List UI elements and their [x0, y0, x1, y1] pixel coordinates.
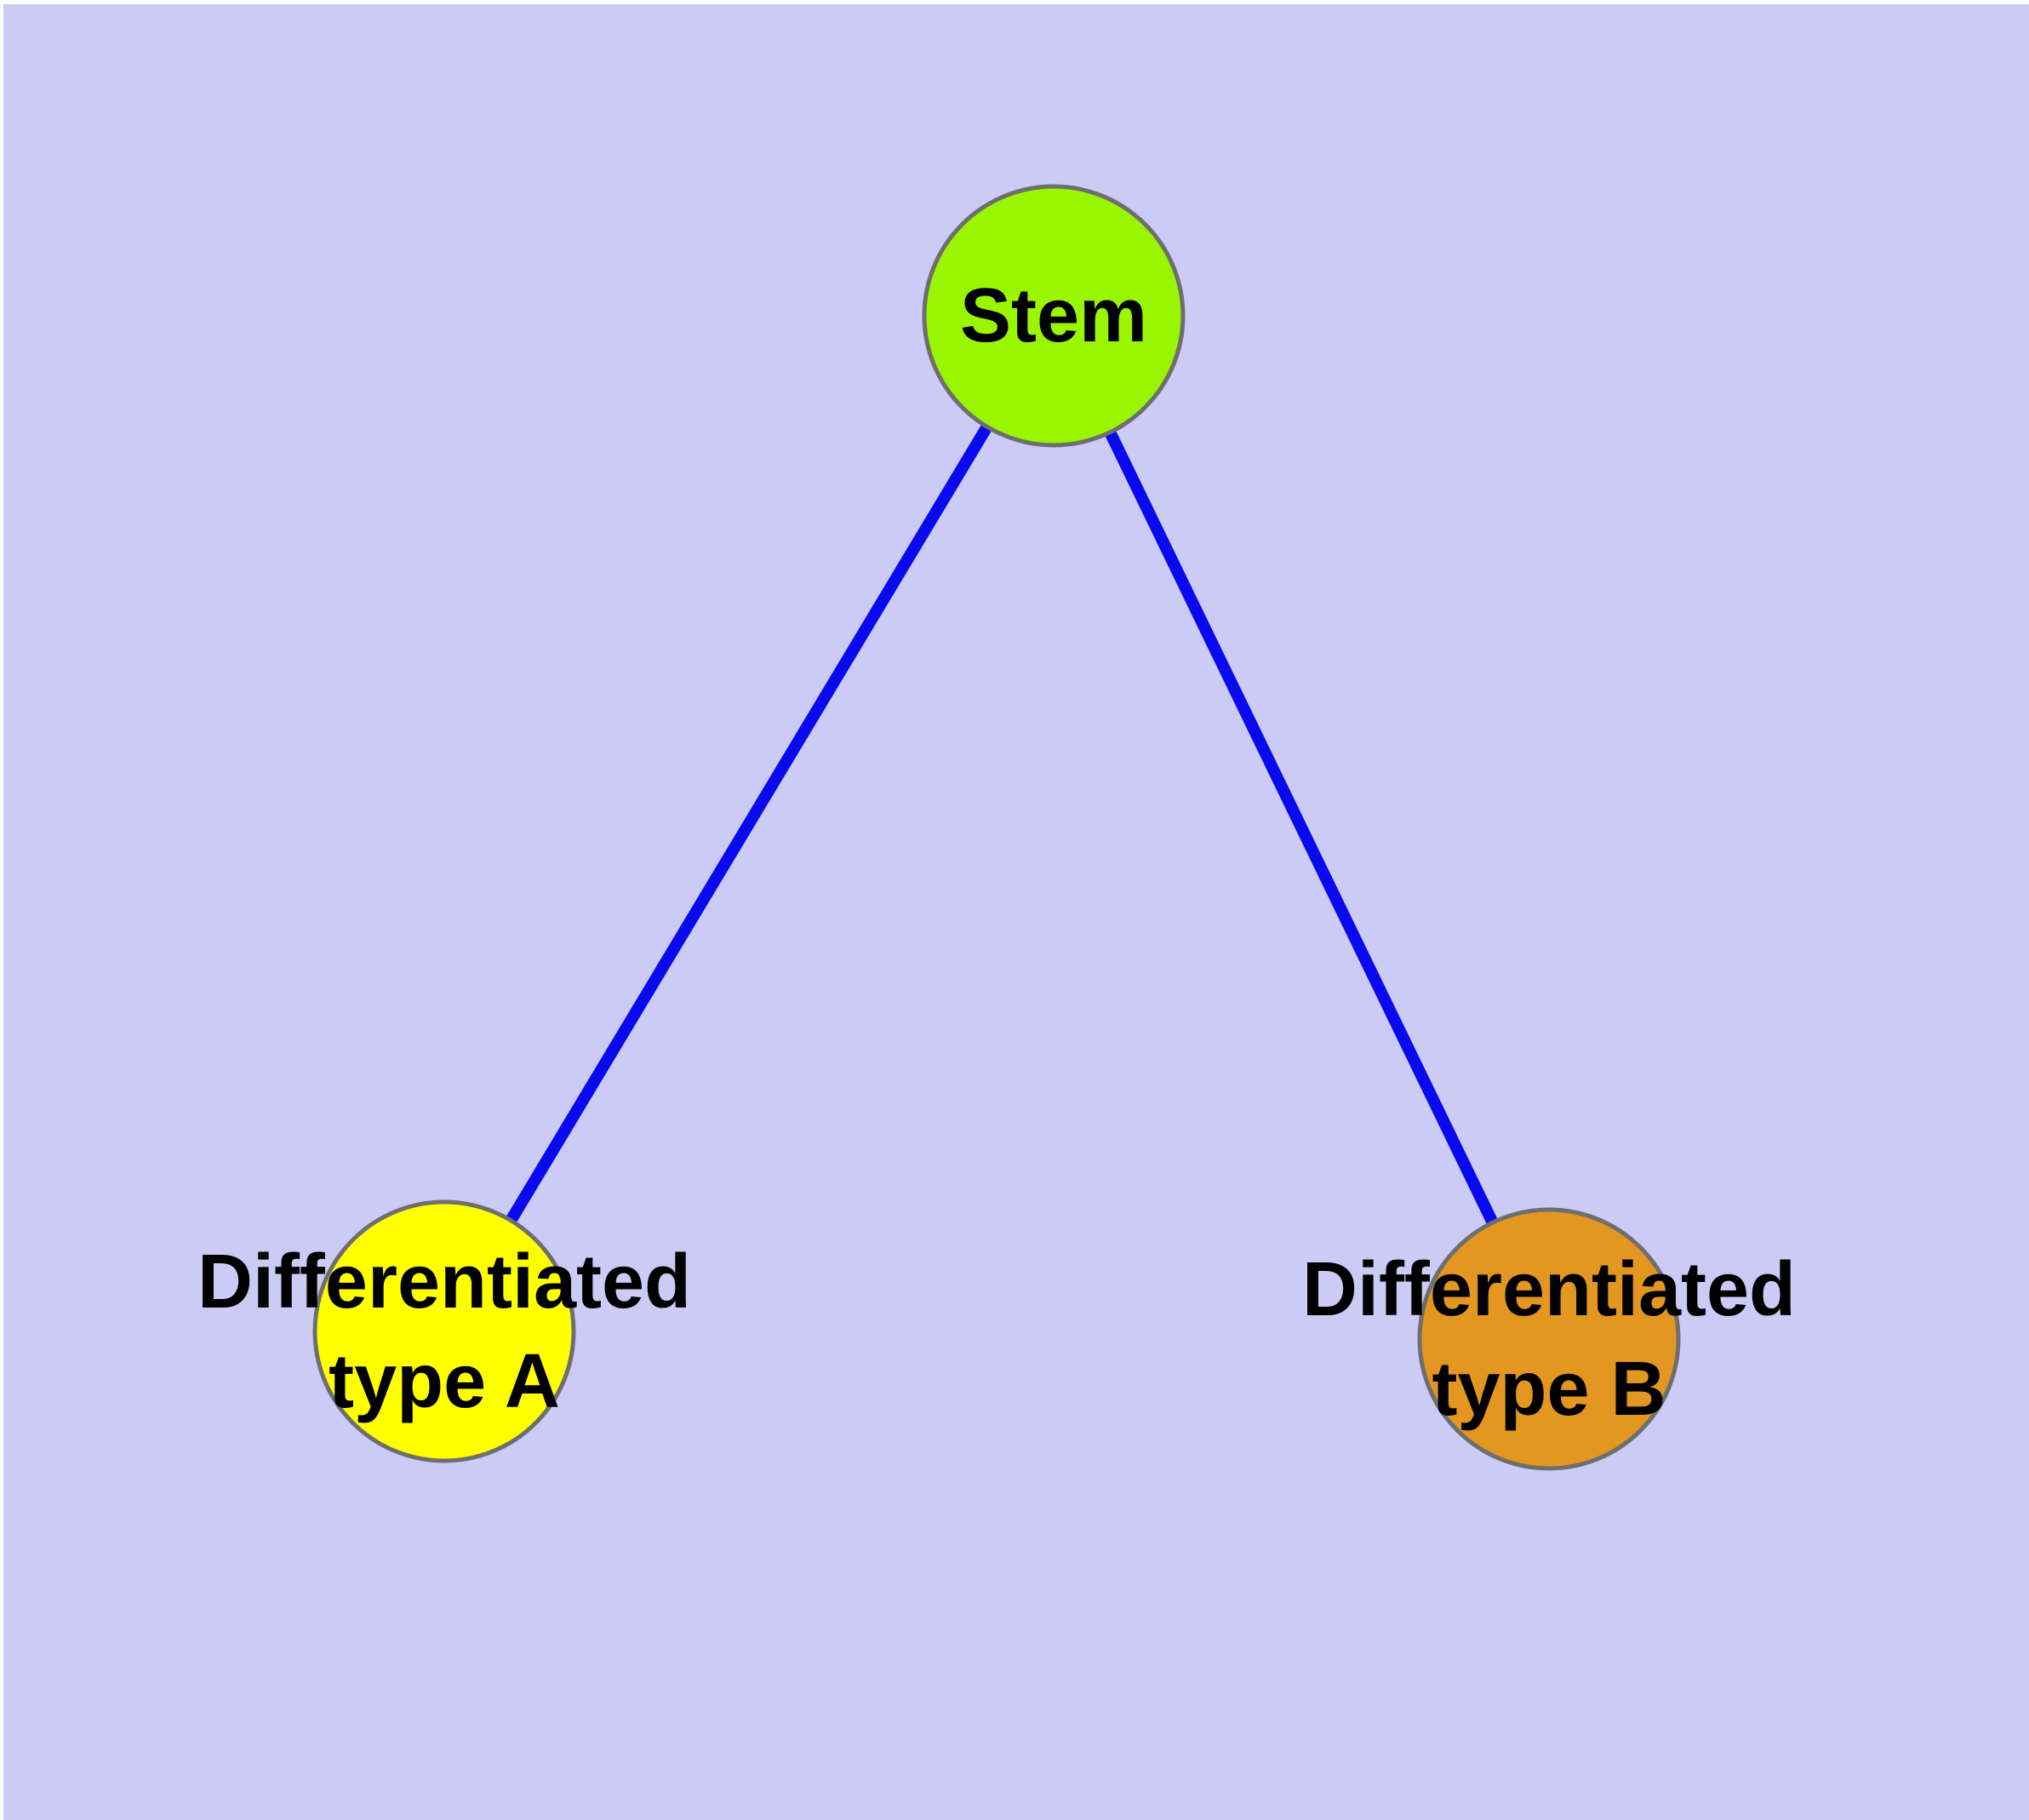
node-stem-label: Stem — [960, 273, 1147, 358]
edge-stem-to-type-a — [438, 312, 1060, 1335]
node-type-a-label-line-2: type A — [329, 1339, 560, 1424]
node-stem — [922, 184, 1186, 448]
node-type-b-label-line-2: type B — [1432, 1347, 1666, 1432]
node-type-b-label-line-1: Differentiated — [1302, 1247, 1796, 1332]
node-differentiated-type-b — [1417, 1207, 1681, 1471]
edge-stem-to-type-b — [1048, 312, 1555, 1342]
node-differentiated-type-a — [312, 1199, 576, 1463]
node-type-a-label-line-1: Differentiated — [197, 1239, 691, 1325]
